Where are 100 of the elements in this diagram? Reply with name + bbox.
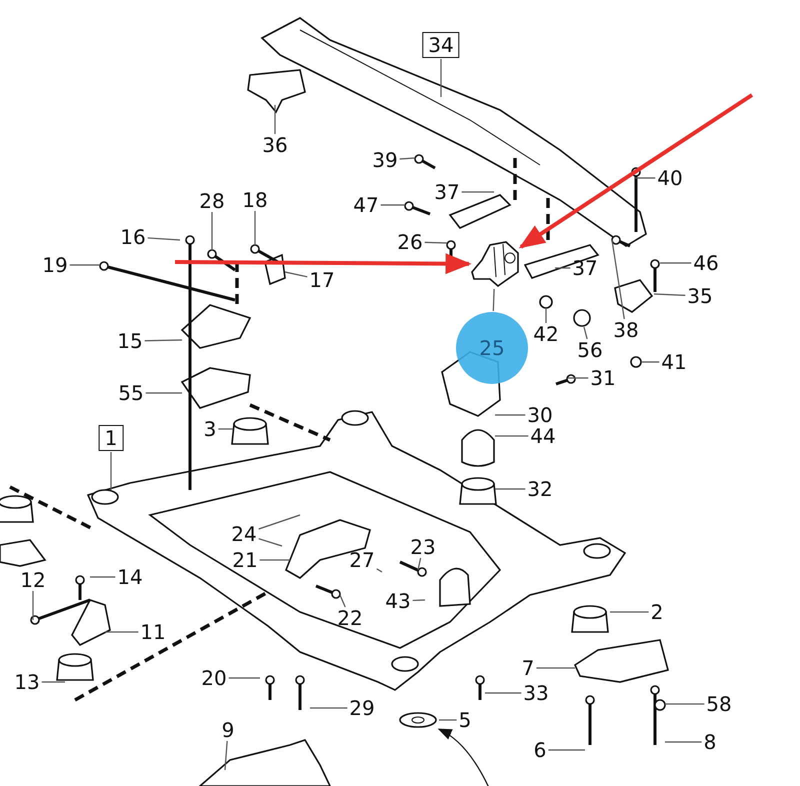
callout-number: 28	[198, 191, 226, 211]
callout-number: 23	[409, 537, 437, 557]
callout-number: 55	[117, 383, 145, 403]
leader-line	[635, 177, 656, 179]
leader-line	[555, 267, 570, 269]
boxed-callout-number: 1	[98, 425, 124, 451]
leader-line	[105, 631, 138, 633]
leader-line	[70, 264, 100, 266]
highlighted-callout-number: 25	[456, 312, 528, 384]
leader-line	[254, 211, 256, 245]
leader-line	[90, 576, 116, 578]
boxed-callout-number: 34	[422, 32, 460, 58]
callout-number: 29	[348, 698, 376, 718]
callout-number: 21	[231, 550, 259, 570]
arrow	[438, 728, 491, 786]
callout-number: 24	[230, 524, 258, 544]
callout-number: 40	[656, 168, 684, 188]
callout-number: 38	[612, 320, 640, 340]
leader-line	[260, 559, 290, 561]
leader-line	[376, 568, 382, 573]
leader-line	[424, 242, 448, 244]
washer-drawing	[398, 711, 438, 729]
leader-line	[548, 749, 585, 751]
callout-number: 43	[384, 591, 412, 611]
callout-number: 12	[19, 570, 47, 590]
callout-number: 14	[116, 567, 144, 587]
callout-number: 5	[458, 710, 472, 730]
callout-number: 31	[589, 368, 617, 388]
callout-number: 37	[433, 182, 461, 202]
leader-line	[258, 538, 282, 547]
arrow	[518, 93, 754, 249]
leader-line	[440, 59, 442, 97]
leader-line	[665, 741, 702, 743]
leader-line	[148, 237, 180, 241]
leader-line	[495, 488, 526, 490]
callout-number: 39	[371, 150, 399, 170]
leader-line	[417, 558, 422, 570]
leader-line	[284, 271, 308, 278]
callout-number: 16	[119, 227, 147, 247]
leader-line	[611, 240, 625, 320]
callout-number: 42	[532, 324, 560, 344]
leader-line	[32, 591, 34, 620]
callout-number: 11	[139, 622, 167, 642]
callout-number: 2	[650, 602, 664, 622]
callout-number: 36	[261, 135, 289, 155]
callout-number: 19	[41, 255, 69, 275]
leader-line	[660, 262, 692, 264]
callout-number: 9	[220, 720, 236, 740]
engine-mount-drawing	[470, 240, 520, 288]
callout-number: 30	[526, 405, 554, 425]
leader-line	[339, 594, 346, 608]
callout-number: 3	[202, 419, 218, 439]
callout-number: 56	[576, 340, 604, 360]
callout-number: 6	[532, 740, 548, 760]
callout-number: 8	[702, 732, 718, 752]
leader-line	[211, 212, 213, 250]
callout-number: 35	[686, 286, 714, 306]
leader-line	[439, 719, 457, 721]
leader-line	[218, 428, 233, 430]
callout-number: 18	[241, 190, 269, 210]
leader-line	[274, 105, 276, 134]
callout-number: 27	[348, 550, 376, 570]
leader-line	[495, 414, 526, 416]
callout-number: 17	[308, 270, 336, 290]
callout-number: 13	[13, 672, 41, 692]
leader-line	[400, 157, 416, 160]
leader-line	[583, 326, 588, 340]
callout-number: 20	[200, 668, 228, 688]
callout-number: 58	[705, 694, 733, 714]
leader-line	[642, 361, 660, 363]
leader-line	[610, 611, 649, 613]
leader-line	[224, 740, 228, 770]
leader-line	[42, 681, 65, 683]
leader-line	[110, 452, 112, 490]
leader-line	[146, 392, 182, 394]
leader-line	[310, 707, 348, 709]
leader-line	[545, 308, 547, 323]
arrow	[174, 253, 472, 274]
leader-line	[665, 703, 704, 705]
callout-number: 41	[660, 352, 688, 372]
callout-number: 15	[116, 331, 144, 351]
leader-line	[654, 293, 686, 296]
callout-number: 47	[352, 195, 380, 215]
callout-number: 7	[520, 658, 536, 678]
callout-number: 44	[529, 426, 557, 446]
leader-line	[536, 667, 575, 669]
leader-line	[380, 204, 405, 206]
leader-line	[412, 599, 426, 602]
leader-line	[144, 339, 182, 342]
callout-number: 26	[396, 232, 424, 252]
callout-number: 32	[526, 479, 554, 499]
leader-line	[568, 377, 588, 379]
callout-number: 46	[692, 253, 720, 273]
leader-line	[462, 191, 494, 193]
leader-line	[485, 692, 522, 694]
leader-line	[258, 514, 300, 530]
callout-number: 22	[336, 608, 364, 628]
leader-line	[495, 435, 528, 437]
leader-line	[492, 288, 495, 312]
callout-number: 33	[522, 683, 550, 703]
